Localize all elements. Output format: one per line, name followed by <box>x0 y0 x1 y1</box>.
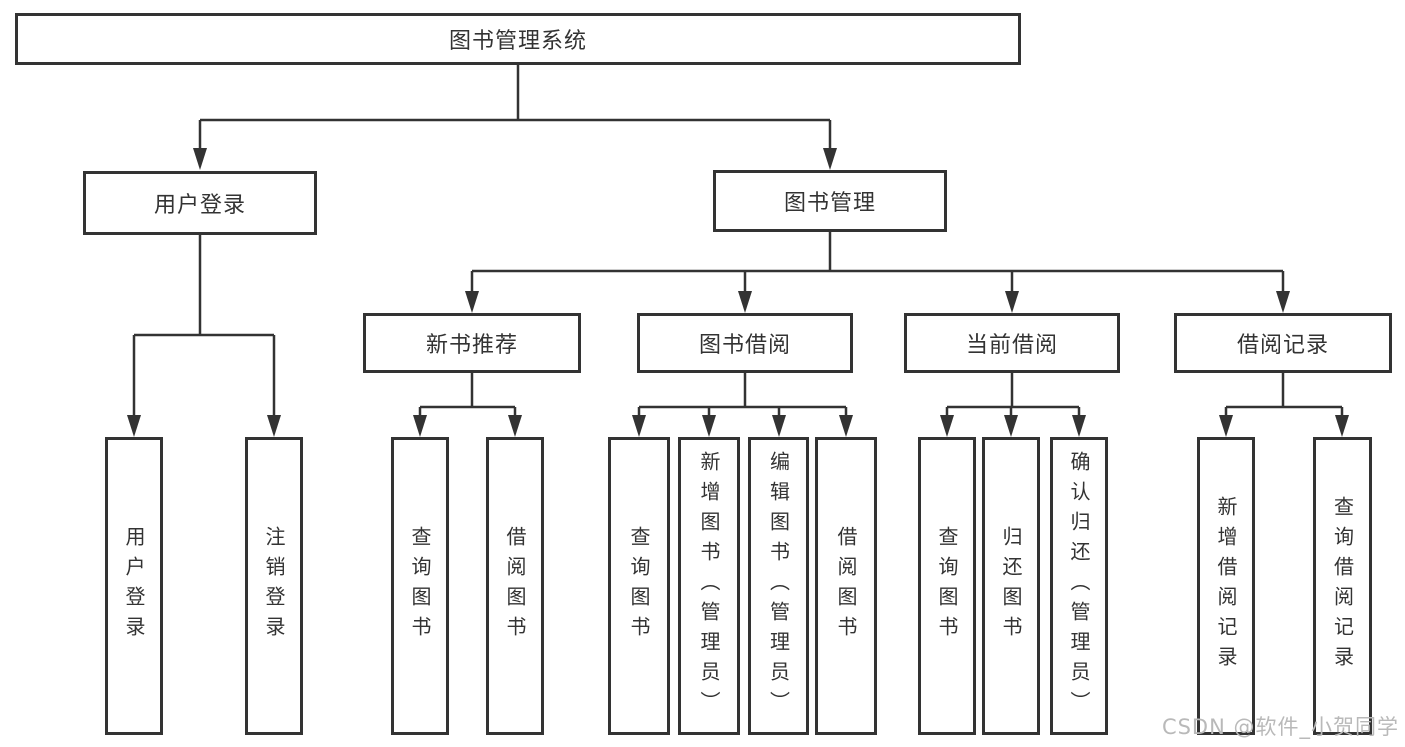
node-logout: 注销登录 <box>245 437 303 735</box>
node-book-borrowing-label: 图书借阅 <box>698 333 791 358</box>
node-current-borrowing-label: 当前借阅 <box>965 333 1058 358</box>
node-br-add-record-label: 新增借阅记录 <box>1214 496 1238 676</box>
node-nbr-query-books-label: 查询图书 <box>408 526 432 646</box>
node-new-book-recommend-label: 新书推荐 <box>425 333 518 358</box>
arrowheads <box>127 148 1349 437</box>
node-br-add-record: 新增借阅记录 <box>1197 437 1255 735</box>
node-bb-borrow-books-label: 借阅图书 <box>834 526 858 646</box>
node-current-borrowing: 当前借阅 <box>904 313 1120 373</box>
node-new-book-recommend: 新书推荐 <box>363 313 581 373</box>
node-bb-borrow-books: 借阅图书 <box>815 437 877 735</box>
node-cb-query-books: 查询图书 <box>918 437 976 735</box>
node-book-management-label: 图书管理 <box>783 191 876 216</box>
node-nbr-borrow-books-label: 借阅图书 <box>503 526 527 646</box>
node-cb-return-books-label: 归还图书 <box>999 526 1023 646</box>
node-cb-confirm-return-admin: 确认归还（管理员） <box>1050 437 1108 735</box>
csdn-watermark: CSDN @软件_小贺同学 <box>1161 715 1399 739</box>
node-bb-add-books-admin: 新增图书（管理员） <box>678 437 740 735</box>
node-nbr-query-books: 查询图书 <box>391 437 449 735</box>
node-bb-add-books-admin-label: 新增图书（管理员） <box>697 451 721 721</box>
node-br-query-record: 查询借阅记录 <box>1313 437 1372 735</box>
node-bb-query-books-label: 查询图书 <box>627 526 651 646</box>
node-borrowing-records-label: 借阅记录 <box>1236 333 1329 358</box>
node-user-login: 用户登录 <box>83 171 317 235</box>
node-root: 图书管理系统 <box>15 13 1021 65</box>
node-bb-edit-books-admin-label: 编辑图书（管理员） <box>766 451 791 721</box>
node-cb-return-books: 归还图书 <box>982 437 1040 735</box>
node-login-label: 用户登录 <box>122 526 146 646</box>
node-br-query-record-label: 查询借阅记录 <box>1330 496 1355 676</box>
node-user-login-label: 用户登录 <box>153 193 246 218</box>
node-book-management: 图书管理 <box>713 170 947 232</box>
node-nbr-borrow-books: 借阅图书 <box>486 437 544 735</box>
node-logout-label: 注销登录 <box>262 526 286 646</box>
node-login: 用户登录 <box>105 437 163 735</box>
node-cb-confirm-return-admin-label: 确认归还（管理员） <box>1067 451 1091 721</box>
node-bb-edit-books-admin: 编辑图书（管理员） <box>748 437 809 735</box>
node-bb-query-books: 查询图书 <box>608 437 670 735</box>
node-root-label: 图书管理系统 <box>448 29 587 54</box>
node-borrowing-records: 借阅记录 <box>1174 313 1392 373</box>
node-book-borrowing: 图书借阅 <box>637 313 853 373</box>
node-cb-query-books-label: 查询图书 <box>935 526 959 646</box>
